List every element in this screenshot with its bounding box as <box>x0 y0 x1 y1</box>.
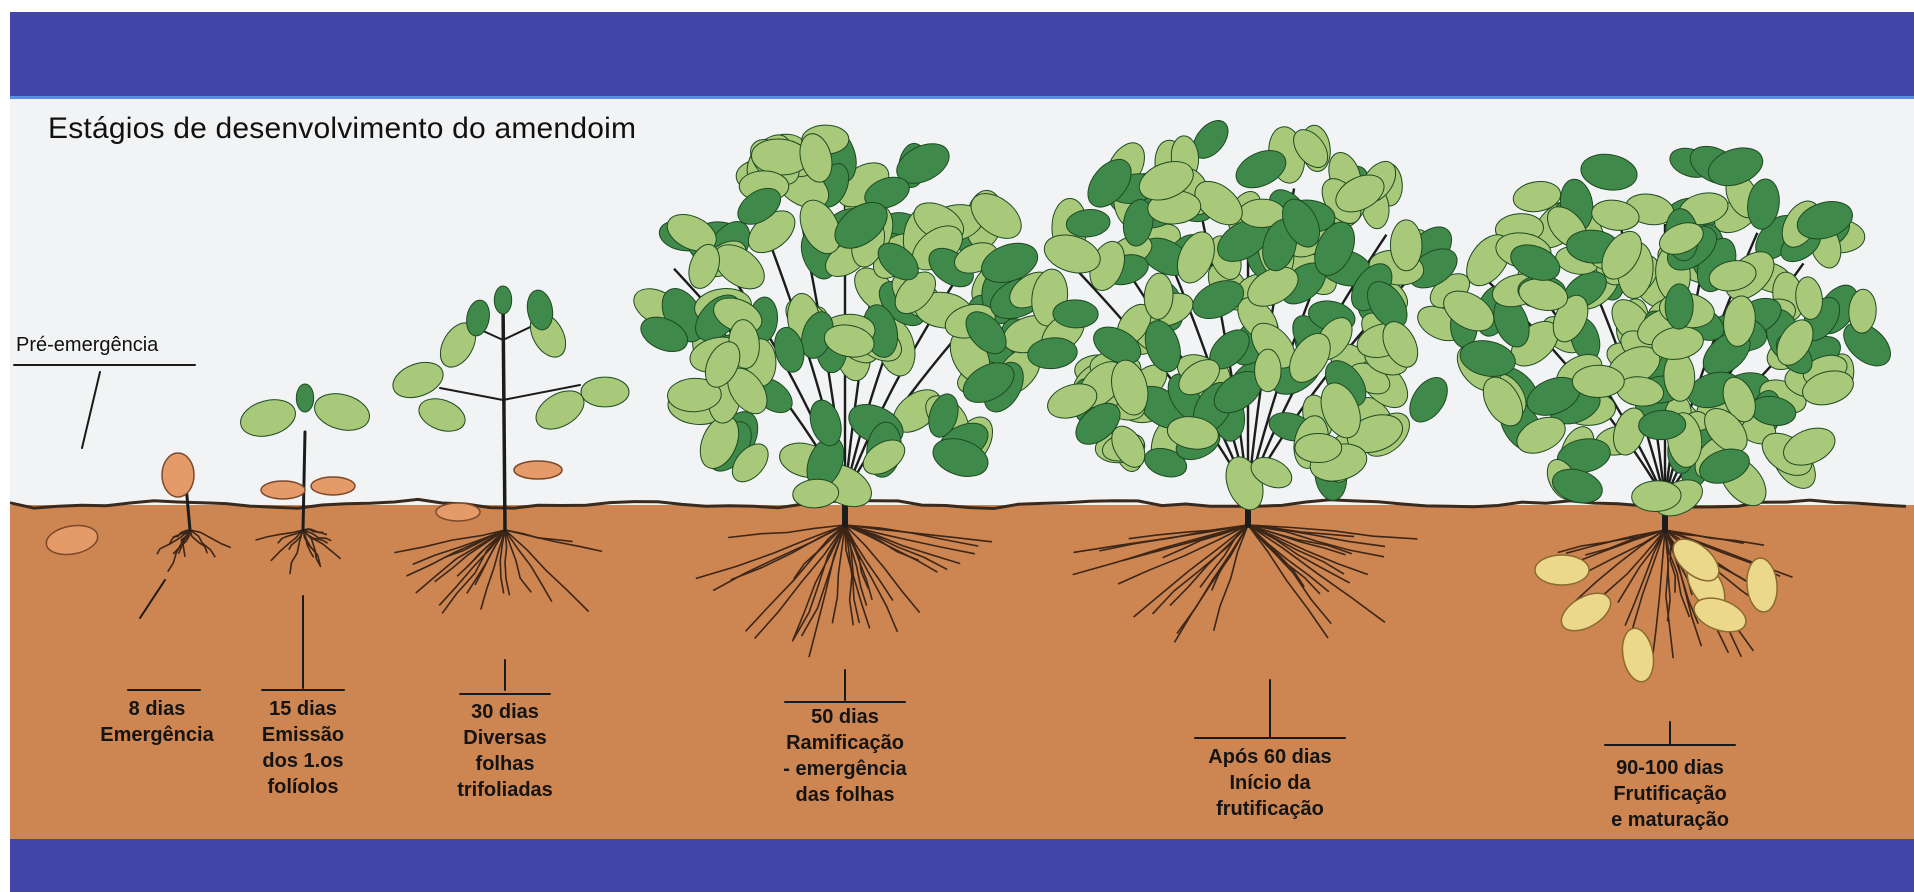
peanut-pod <box>1535 555 1589 585</box>
stage-description: Frutificação <box>1570 781 1770 807</box>
label-pointer <box>82 372 100 448</box>
peanut-pod <box>1555 586 1617 639</box>
cotyledon <box>311 477 355 495</box>
root <box>190 530 231 548</box>
stage-description: folhas <box>430 751 580 777</box>
stem <box>303 432 305 530</box>
leaf <box>1402 371 1455 429</box>
leaf <box>1572 365 1624 397</box>
stage-description: - emergência <box>745 756 945 782</box>
stage-description: folíolos <box>238 774 368 800</box>
diagram-title: Estágios de desenvolvimento do amendoim <box>48 112 636 146</box>
stage-description: Ramificação <box>745 730 945 756</box>
stage-label-90-100-days: 90-100 dias Frutificação e maturação <box>1570 755 1770 833</box>
stage-days: Após 60 dias <box>1170 744 1370 770</box>
leaf <box>1295 433 1342 462</box>
leaf <box>236 394 299 442</box>
pre-emergence-label: Pré-emergência <box>16 334 158 357</box>
root <box>1134 525 1248 617</box>
leaf <box>310 388 373 436</box>
stage-label-15-days: 15 dias Emissão dos 1.os folíolos <box>238 696 368 800</box>
peanut-pod <box>1745 557 1780 613</box>
seed <box>44 522 100 559</box>
soil-surface-line <box>10 499 1906 508</box>
stage-description: Início da <box>1170 770 1370 796</box>
root <box>746 525 845 631</box>
stage-description: Emissão <box>238 722 368 748</box>
cotyledon <box>261 481 305 499</box>
stage-days: 50 dias <box>745 704 945 730</box>
leaf <box>296 384 313 412</box>
stage-description: Diversas <box>430 725 580 751</box>
leaf <box>414 393 469 437</box>
root <box>190 530 207 553</box>
stage-description: trifoliadas <box>430 777 580 803</box>
stage-days: 8 dias <box>82 696 232 722</box>
leaf <box>388 356 448 404</box>
root <box>1625 530 1665 626</box>
root <box>1248 525 1350 583</box>
leaf <box>1390 220 1422 271</box>
root <box>1163 525 1248 558</box>
label-pointer <box>140 580 165 618</box>
root <box>505 530 552 602</box>
root <box>845 525 975 554</box>
peanut-pod <box>1619 626 1658 684</box>
leaf <box>1254 349 1281 392</box>
cotyledon <box>436 503 480 521</box>
root <box>1618 530 1665 603</box>
leaf <box>792 478 840 509</box>
branch <box>440 388 503 400</box>
stage-days: 90-100 dias <box>1570 755 1770 781</box>
stage-label-50-days: 50 dias Ramificação - emergência das fol… <box>745 704 945 808</box>
stage-label-8-days: 8 dias Emergência <box>82 696 232 748</box>
cotyledon <box>162 453 194 497</box>
leaf <box>1665 284 1694 330</box>
stage-description: Emergência <box>82 722 232 748</box>
stage-description: das folhas <box>745 782 945 808</box>
stage-description: e maturação <box>1570 807 1770 833</box>
leaf <box>494 286 511 314</box>
stage-description: frutificação <box>1170 796 1370 822</box>
leaf <box>1578 150 1639 193</box>
stage-days: 30 dias <box>430 699 580 725</box>
stage-label-30-days: 30 dias Diversas folhas trifoliadas <box>430 699 580 803</box>
stage-label-60-days: Após 60 dias Início da frutificação <box>1170 744 1370 822</box>
stage-days: 15 dias <box>238 696 368 722</box>
stem <box>503 300 505 530</box>
root <box>809 525 845 657</box>
root <box>1214 525 1248 631</box>
cotyledon <box>514 461 562 479</box>
stage-description: dos 1.os <box>238 748 368 774</box>
leaf <box>581 377 629 407</box>
root <box>505 530 589 612</box>
